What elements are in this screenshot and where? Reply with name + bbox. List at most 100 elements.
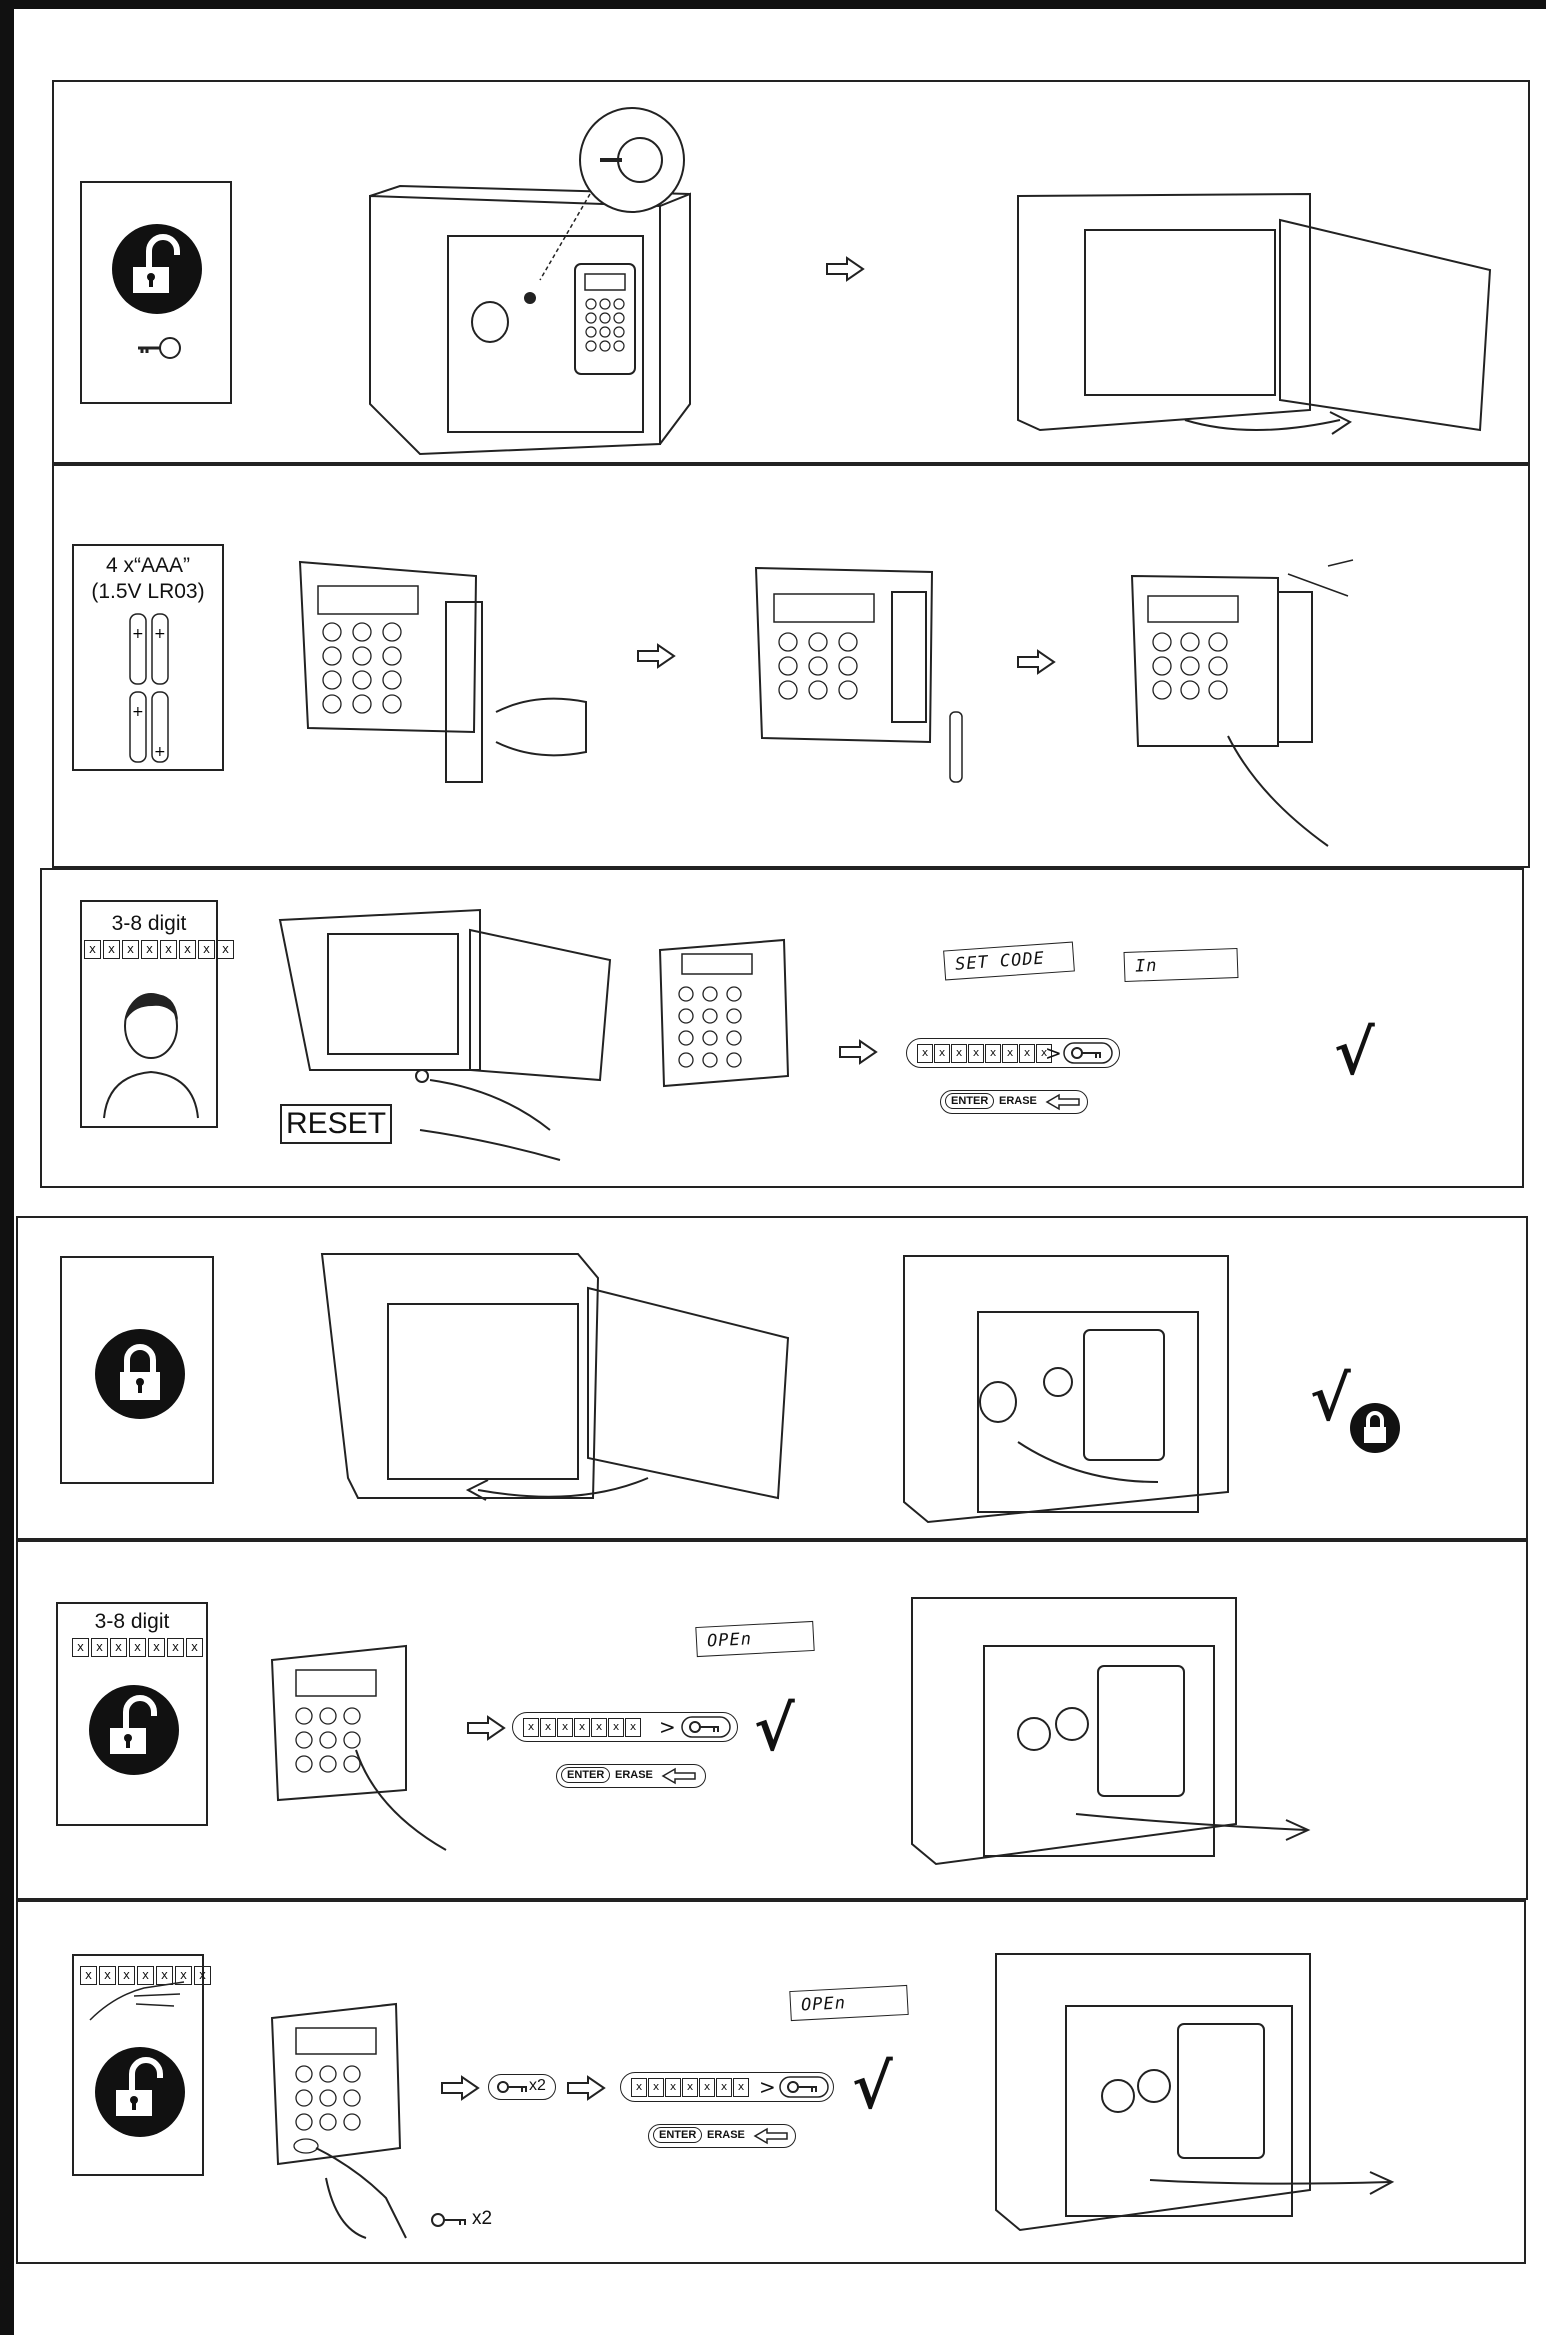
padlock-open-icon [89,1685,179,1775]
reset-label: RESET [280,1104,393,1144]
svg-text:+: + [132,626,144,642]
locked-safe-illustration [903,1255,1229,1524]
code-digit-box: x [665,2078,681,2097]
code-digit-box: x [733,2078,749,2097]
scan-top-edge [0,0,1546,9]
right-arrow-icon [567,2075,606,2101]
code-digit-box: x [625,1718,641,1737]
enter-erase-hint: ENTER ERASE [556,1764,706,1788]
opening-safe-illustration [911,1597,1311,1866]
master-key-press-pill: x2 [488,2074,556,2100]
padlock-open-icon [95,2047,185,2137]
erase-key-label: ERASE [615,1769,653,1781]
enter-key-label: ENTER [561,1767,611,1783]
code-digit-boxes: x x x x x x x x [84,940,234,959]
code-digit-box: x [608,1718,624,1737]
key-button-icon [681,1716,731,1738]
right-arrow-icon [441,2075,480,2101]
code-digit-box: x [917,1044,933,1063]
code-digit-box: x [141,940,158,959]
code-digit-box: x [110,1638,127,1657]
code-digit-box: x [217,940,234,959]
code-digit-boxes: x x x x x x x [72,1638,203,1657]
code-digit-box: x [198,940,215,959]
code-digit-box: x [1036,1044,1052,1063]
code-digit-box: x [175,1966,192,1985]
code-digit-box: x [186,1638,203,1657]
key-button-icon [779,2076,829,2098]
code-length-label: 3-8 digit [111,912,187,935]
step-row-insert-batteries [52,464,1530,868]
checkmark-icon: √ [1310,1362,1351,1435]
key-button-icon [497,2081,527,2093]
erase-key-label: ERASE [707,2129,745,2141]
code-digit-box: x [118,1966,135,1985]
code-digit-boxes: x x x x x x x [631,2078,749,2097]
code-digit-boxes: x x x x x x x [523,1718,641,1737]
step-card-insert-batteries: 4 x“AAA” (1.5V LR03) + + + + [72,544,224,771]
code-digit-box: x [540,1718,556,1737]
erase-key-label: ERASE [999,1095,1037,1107]
hand-over-keypad-icon [89,1981,185,2021]
right-arrow-icon [637,643,676,669]
right-arrow-icon [1017,649,1056,675]
key-icon [138,337,181,359]
left-arrow-icon [1045,1093,1080,1111]
right-arrow-icon [467,1715,506,1741]
code-digit-box: x [72,1638,89,1657]
press-twice-label: x2 [472,2208,493,2229]
left-arrow-icon [661,1767,696,1785]
keypad-master-key-press-illustration [270,2002,407,2239]
checkmark-icon: √ [754,1692,795,1765]
code-digit-box: x [80,1966,97,1985]
code-digit-box: x [1002,1044,1018,1063]
checkmark-icon: √ [1334,1016,1375,1089]
code-digit-box: x [179,940,196,959]
step-row-unlock-with-key [52,80,1530,464]
code-digit-box: x [99,1966,116,1985]
code-digit-box: x [968,1044,984,1063]
closing-safe-illustration [320,1253,790,1501]
svg-text:+: + [132,704,144,720]
right-arrow-icon [839,1039,878,1065]
code-digit-box: x [934,1044,950,1063]
battery-icon: + + + + [129,613,169,763]
svg-text:+: + [154,626,166,642]
step-row-open-with-master-code [16,1900,1526,2264]
code-entry-sequence: x x x x x x x x > [906,1038,1120,1068]
code-digit-box: x [103,940,120,959]
press-twice-label: x2 [529,2077,546,2094]
code-digit-boxes: x x x x x x x x [917,1044,1052,1063]
safe-with-key-illustration [369,107,691,456]
code-digit-box: x [648,2078,664,2097]
enter-key-label: ENTER [653,2127,703,2143]
code-digit-box: x [699,2078,715,2097]
key-small-icon [431,2213,466,2227]
battery-count-label: 4 x“AAA” [105,554,191,577]
lcd-open: OPEn [789,1984,909,2022]
step-card-open-with-code: 3-8 digit x x x x x x x [56,1602,208,1826]
code-digit-box: x [84,940,101,959]
scan-left-edge [0,0,14,2335]
opening-safe-master-illustration [995,1953,1395,2232]
lcd-in: In [1123,948,1239,982]
person-icon [103,993,199,1119]
code-length-label: 3-8 digit [94,1610,170,1633]
code-digit-box: x [137,1966,154,1985]
enter-key-label: ENTER [945,1093,995,1109]
code-digit-box: x [523,1718,539,1737]
then-symbol: > [659,1715,676,1739]
code-digit-box: x [574,1718,590,1737]
code-digit-box: x [129,1638,146,1657]
enter-erase-hint: ENTER ERASE [940,1090,1088,1114]
code-digit-box: x [631,2078,647,2097]
code-digit-box: x [91,1638,108,1657]
key-button-icon [1063,1042,1113,1064]
step-card-open-with-master-code: x x x x x x x [72,1954,211,2176]
then-symbol: > [759,2075,776,2099]
padlock-closed-small-icon [1350,1403,1400,1453]
step-card-lock-safe [60,1256,214,1484]
step-card-set-code: 3-8 digit x x x x x x x x [80,900,234,1128]
padlock-open-icon [112,224,202,314]
left-arrow-icon [753,2127,788,2145]
